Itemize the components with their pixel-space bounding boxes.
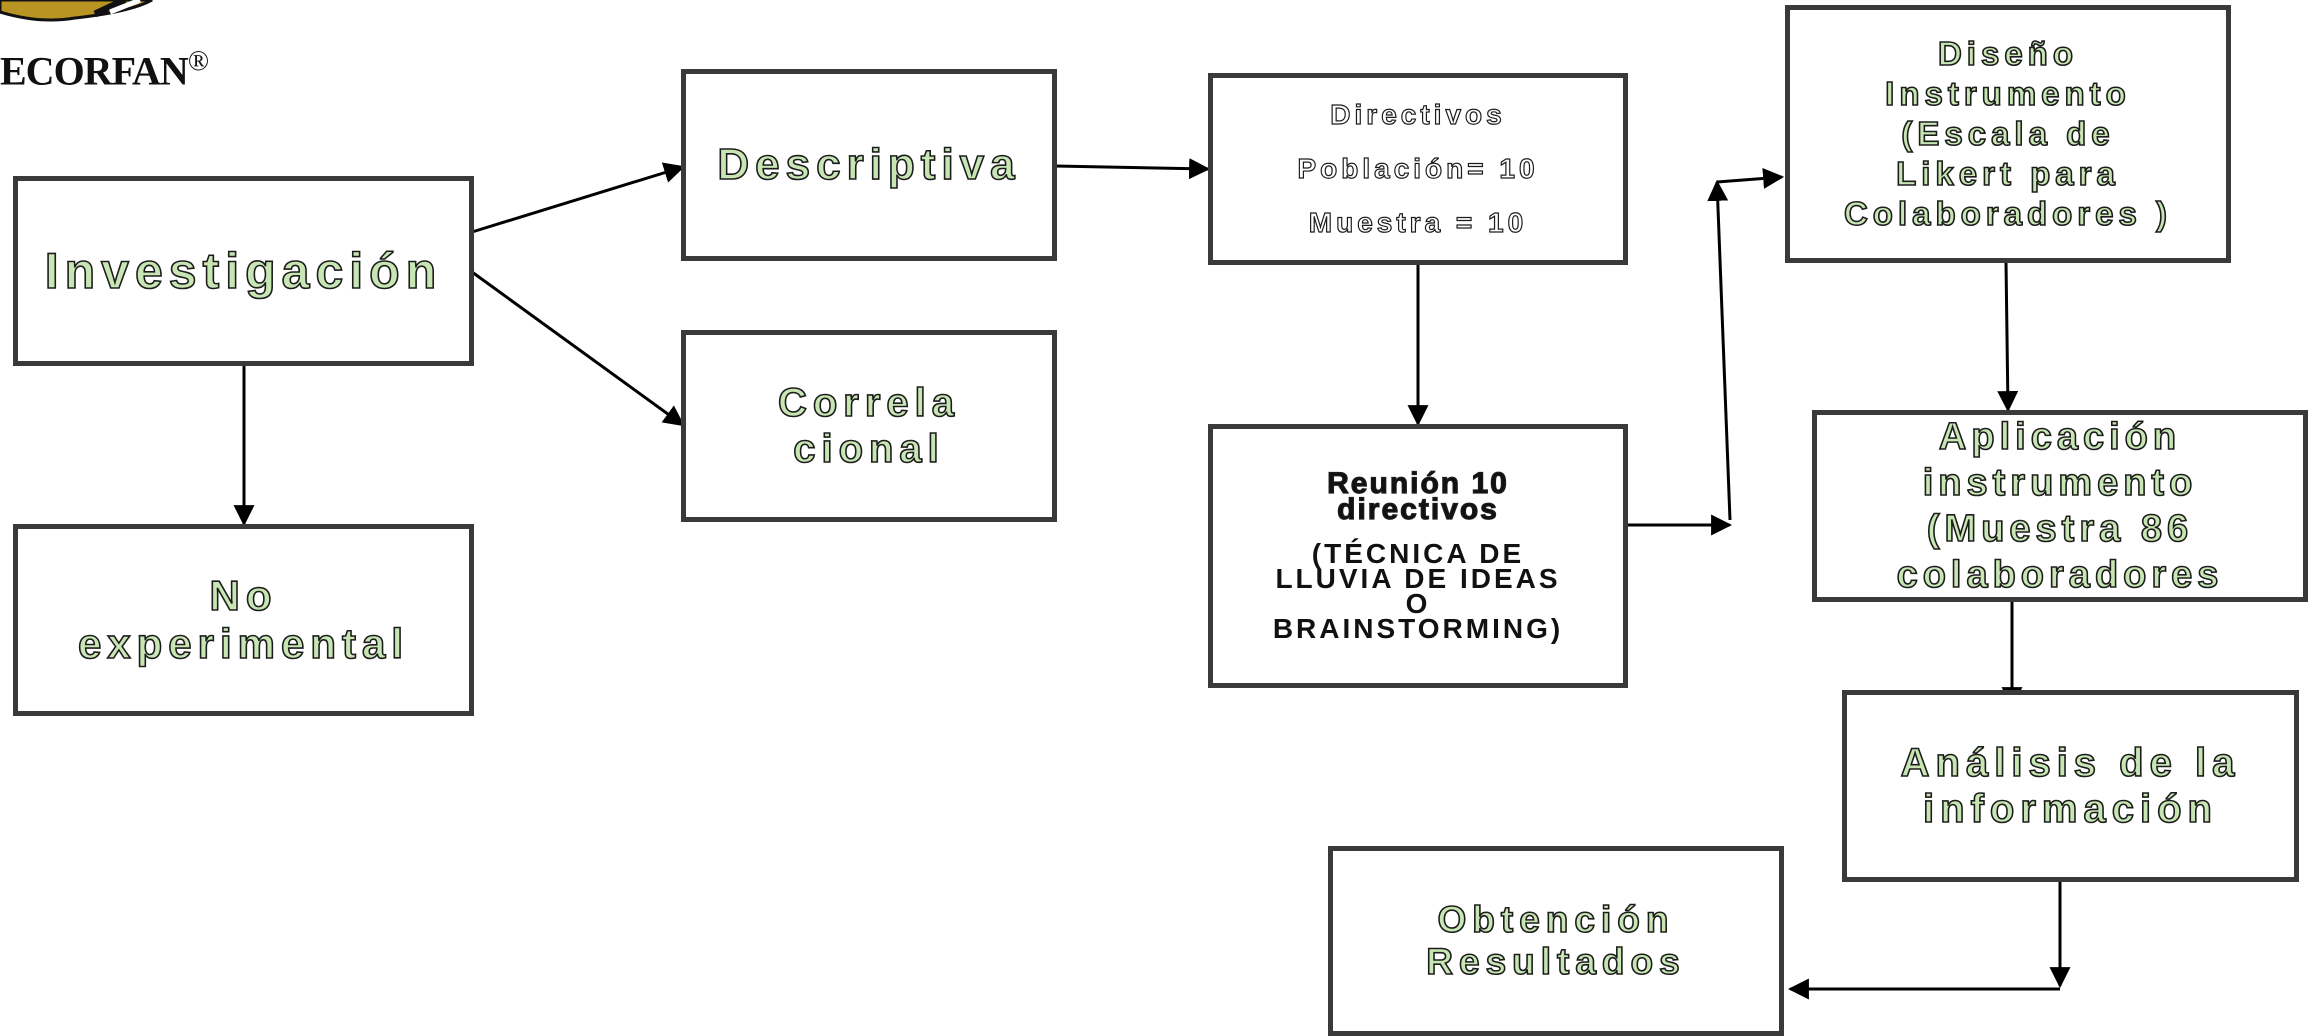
arrow-investigacion-correlacional [471,270,685,427]
node-obtencion-resultados: Obtención Resultados [1328,846,1784,1036]
node-descriptiva-label: Descriptiva [717,139,1021,190]
arrow-descriptiva-directivos [1054,158,1211,180]
node-diseno-instrumento: Diseño Instrumento (Escala de Likert par… [1785,5,2231,263]
arrow-diseno-aplicacion [1997,261,2019,413]
node-reunion: Reunión 10 directivos (TÉCNICA DE LLUVIA… [1208,424,1628,688]
node-investigacion: Investigación [13,176,474,366]
node-analisis: Análisis de la información [1842,690,2299,882]
node-directivos: Directivos Población= 10 Muestra = 10 [1208,73,1628,265]
node-aplicacion-instrumento-label: Aplicación instrumento (Muestra 86 colab… [1896,415,2224,597]
node-obtencion-resultados-label: Obtención Resultados [1425,898,1686,983]
node-no-experimental: No experimental [13,524,474,716]
arrow-investigacion-descriptiva [471,162,686,234]
node-reunion-title: Reunión 10 directivos [1327,467,1509,526]
node-reunion-body: (TÉCNICA DE LLUVIA DE IDEAS O BRAINSTORM… [1272,538,1564,644]
node-analisis-label: Análisis de la información [1900,740,2241,832]
brand-name: ECORFAN® [0,46,209,94]
node-correlacional-label: Correla cional [777,380,961,472]
node-directivos-line1: Directivos [1330,98,1506,130]
line-up-to-diseno [1707,179,1732,521]
node-diseno-instrumento-label: Diseño Instrumento (Escala de Likert par… [1843,34,2173,233]
node-directivos-line3: Muestra = 10 [1308,206,1528,238]
arrow-into-diseno [1716,167,1785,189]
node-investigacion-label: Investigación [44,242,443,300]
node-descriptiva: Descriptiva [681,69,1057,261]
node-directivos-line2: Población= 10 [1297,152,1539,184]
ecorfan-logo-icon [0,0,153,22]
node-correlacional: Correla cional [681,330,1057,522]
node-aplicacion-instrumento: Aplicación instrumento (Muestra 86 colab… [1812,410,2308,602]
node-no-experimental-label: No experimental [77,571,410,668]
